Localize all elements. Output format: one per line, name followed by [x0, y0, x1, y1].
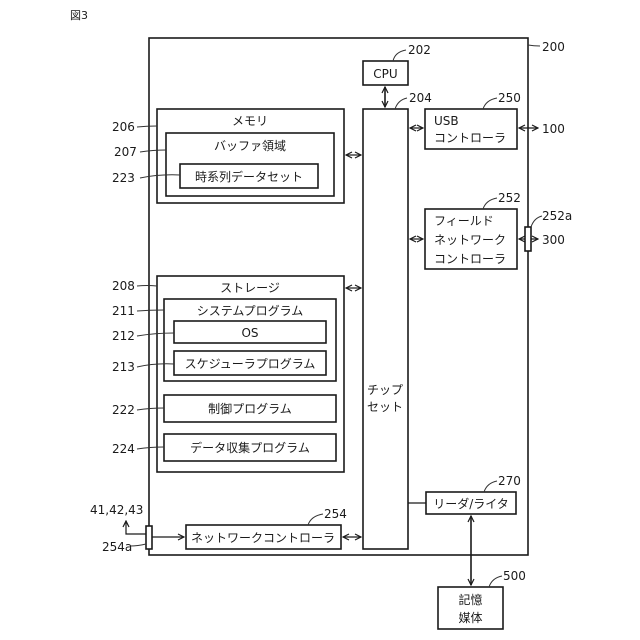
field-network-controller-label-line2: ネットワーク [434, 233, 506, 247]
field-network-port-ref: 252a [542, 209, 572, 223]
field-network-controller-ref: 252 [498, 191, 521, 205]
control-program-label: 制御プログラム [208, 401, 292, 416]
network-controller-ref: 254 [324, 507, 347, 521]
storage-label: ストレージ [220, 281, 280, 295]
data-collection-program-ref: 224 [112, 442, 135, 456]
buffer-label: バッファ領域 [214, 138, 286, 153]
usb-controller-label-line2: コントローラ [434, 131, 506, 145]
os-label: OS [241, 326, 258, 340]
scheduler-label: スケジューラプログラム [185, 357, 316, 371]
network-external-arrow [126, 521, 146, 534]
dataset-label: 時系列データセット [195, 169, 303, 184]
storage-medium-label-line2: 媒体 [458, 611, 482, 625]
buffer-ref: 207 [114, 145, 137, 159]
storage-medium-ref: 500 [503, 569, 526, 583]
network-controller-label: ネットワークコントローラ [191, 531, 335, 545]
storage-medium-leader [489, 576, 502, 587]
reader-writer-ref: 270 [498, 474, 521, 488]
chipset-label-line2: セット [367, 400, 403, 414]
system-program-ref: 211 [112, 304, 135, 318]
storage-medium-label-line1: 記憶 [458, 592, 482, 607]
network-external-ref: 41,42,43 [90, 503, 143, 517]
memory-label: メモリ [232, 114, 268, 128]
chipset-ref: 204 [409, 91, 432, 105]
storage-ref: 208 [112, 279, 135, 293]
device-ref: 200 [542, 40, 565, 54]
network-port-ref: 254a [102, 540, 132, 554]
figure-label: 図3 [70, 9, 88, 22]
network-port-leader [130, 544, 146, 546]
field-network-port [525, 227, 531, 251]
data-collection-program-label: データ収集プログラム [190, 440, 310, 455]
dataset-ref: 223 [112, 171, 135, 185]
field-network-controller-label-line3: コントローラ [434, 252, 506, 266]
memory-ref: 206 [112, 120, 135, 134]
reader-writer-label: リーダ/ライタ [433, 496, 509, 511]
field-network-external-ref: 300 [542, 233, 565, 247]
os-ref: 212 [112, 329, 135, 343]
cpu-label: CPU [373, 67, 397, 81]
network-port [146, 526, 152, 549]
control-program-ref: 222 [112, 403, 135, 417]
chipset-box [363, 109, 408, 549]
field-network-controller-label-line1: フィールド [434, 214, 494, 228]
system-program-label: システムプログラム [197, 304, 304, 318]
storage-leader [137, 286, 157, 287]
field-network-port-leader [531, 216, 542, 227]
usb-external-ref: 100 [542, 122, 565, 136]
usb-controller-label-line1: USB [434, 114, 459, 128]
device-leader [528, 45, 540, 46]
chipset-label-line1: チップ [367, 383, 403, 397]
cpu-ref: 202 [408, 43, 431, 57]
scheduler-ref: 213 [112, 360, 135, 374]
usb-controller-ref: 250 [498, 91, 521, 105]
